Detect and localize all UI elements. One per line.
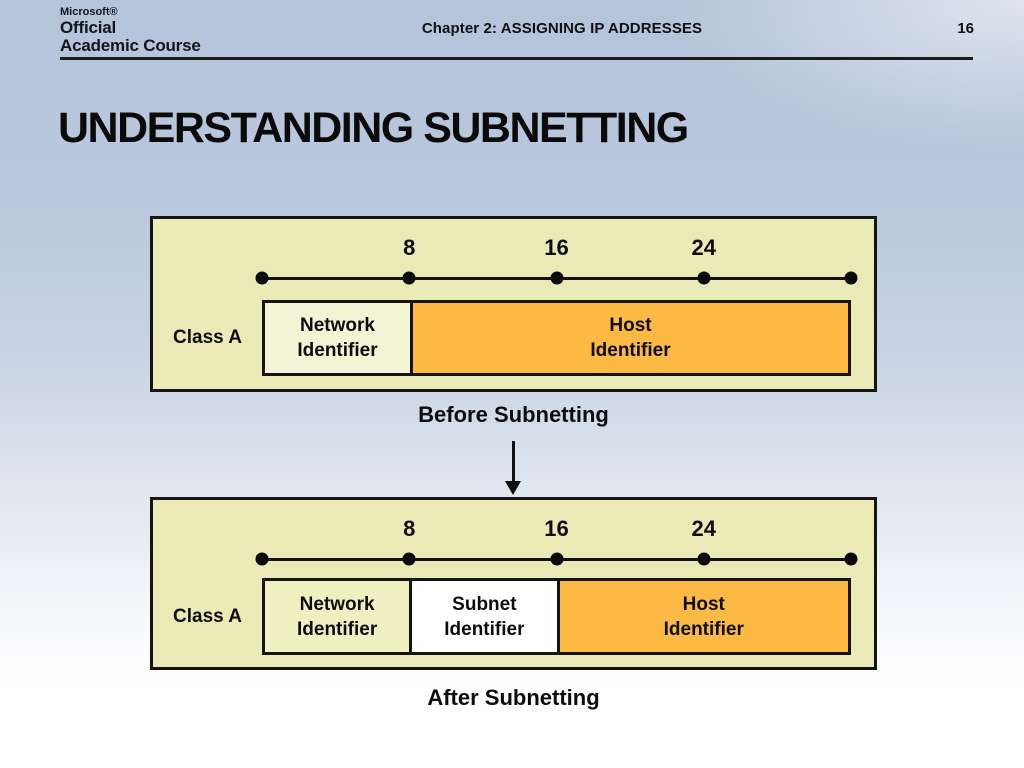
segment-label: Network Identifier	[297, 315, 378, 361]
logo-line-microsoft: Microsoft®	[60, 6, 118, 18]
ruler-dot-bit24	[697, 552, 711, 566]
address-row: Class A Network Identifier Subnet Identi…	[153, 578, 874, 655]
header-divider	[60, 57, 973, 60]
slide-title: UNDERSTANDING SUBNETTING	[58, 104, 689, 152]
after-subnetting-caption: After Subnetting	[427, 685, 600, 710]
tick-label-8: 8	[403, 516, 416, 541]
segment-label: Host Identifier	[663, 593, 744, 640]
tick-label-24: 24	[691, 235, 716, 260]
publisher-logo: Microsoft® Official Academic Course	[60, 6, 201, 55]
ruler-dot-bit8	[402, 552, 416, 566]
ruler-dot-bit0	[255, 271, 269, 285]
page-number: 16	[957, 20, 974, 37]
ruler-dot-bit0	[255, 552, 269, 566]
tick-label-8: 8	[403, 235, 416, 260]
class-a-label: Class A	[173, 327, 242, 348]
bit-ruler-before: 8 16 24	[255, 235, 858, 292]
chapter-title: Chapter 2: ASSIGNING IP ADDRESSES	[421, 20, 703, 37]
tick-label-24: 24	[691, 516, 716, 541]
before-subnetting-caption: Before Subnetting	[418, 402, 609, 427]
bit-ruler-after: 8 16 24	[255, 516, 858, 573]
segment-host-identifier: Host Identifier	[556, 578, 851, 655]
down-arrow-icon	[505, 481, 521, 495]
segment-host-identifier: Host Identifier	[410, 300, 851, 376]
tick-label-16: 16	[544, 516, 569, 541]
segment-subnet-identifier: Subnet Identifier	[409, 578, 560, 655]
ruler-dot-bit16	[550, 271, 563, 285]
segment-label: Network Identifier	[297, 593, 378, 640]
ruler-dot-bit32	[844, 271, 858, 285]
address-row: Class A Network Identifier Host Identifi…	[153, 300, 874, 376]
ruler-dot-bit24	[697, 271, 711, 285]
address-segments: Network Identifier Subnet Identifier Hos…	[262, 578, 851, 655]
logo-line-academic-course: Academic Course	[60, 36, 201, 55]
ruler-dot-bit32	[844, 552, 858, 566]
class-a-label: Class A	[173, 605, 242, 627]
after-subnetting-diagram: 8 16 24 Class A Network Identifier Subne…	[150, 497, 877, 670]
logo-line-official: Official	[60, 18, 117, 37]
tick-label-16: 16	[544, 235, 569, 260]
segment-network-identifier: Network Identifier	[262, 300, 413, 376]
address-segments: Network Identifier Host Identifier	[262, 300, 851, 376]
ruler-dot-bit8	[402, 271, 416, 285]
down-arrow-shaft	[512, 441, 515, 483]
before-subnetting-diagram: 8 16 24 Class A Network Identifier Host …	[150, 216, 877, 392]
ruler-dot-bit16	[550, 552, 563, 566]
segment-label: Host Identifier	[590, 315, 671, 361]
segment-network-identifier: Network Identifier	[262, 578, 413, 655]
segment-label: Subnet Identifier	[444, 593, 525, 640]
